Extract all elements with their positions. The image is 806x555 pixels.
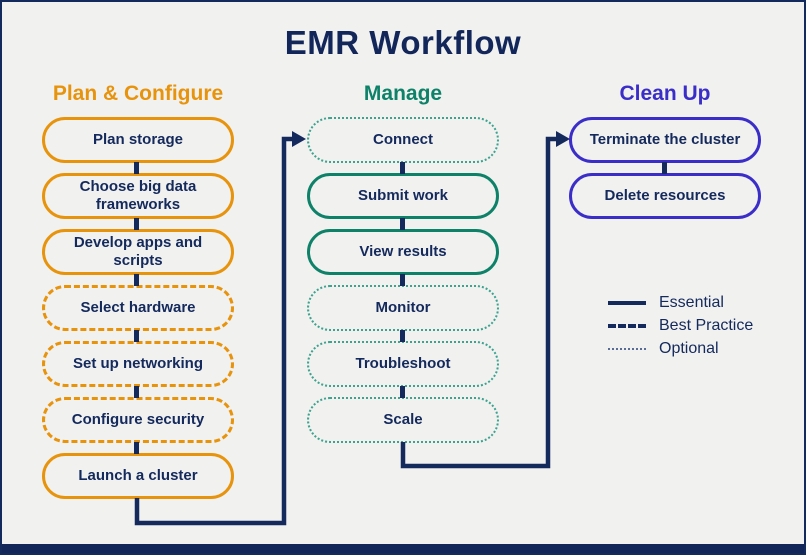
node-launch-cluster: Launch a cluster (42, 453, 234, 499)
plan-to-manage-connector (134, 136, 293, 526)
node-monitor: Monitor (307, 285, 499, 331)
column-header-plan-configure: Plan & Configure (52, 82, 224, 105)
node-troubleshoot: Troubleshoot (307, 341, 499, 387)
node-scale: Scale (307, 397, 499, 443)
connector-tick (134, 162, 139, 174)
node-view-results: View results (307, 229, 499, 275)
column-header-clean-up: Clean Up (619, 82, 711, 105)
legend: Essential Best Practice Optional (608, 291, 753, 360)
legend-dashed-line-icon (608, 323, 646, 328)
node-terminate-cluster: Terminate the cluster (569, 117, 761, 163)
arrowhead-manage-to-cleanup-icon (556, 131, 570, 147)
node-connect: Connect (307, 117, 499, 163)
arrowhead-plan-to-manage-icon (292, 131, 306, 147)
node-plan-storage: Plan storage (42, 117, 234, 163)
node-submit-work: Submit work (307, 173, 499, 219)
connector-tick (400, 162, 405, 174)
node-setup-networking: Set up networking (42, 341, 234, 387)
bottom-accent-bar (2, 544, 804, 553)
legend-solid-line-icon (608, 300, 646, 305)
connector-tick (400, 330, 405, 342)
legend-row-optional: Optional (608, 337, 753, 360)
diagram-title: EMR Workflow (284, 24, 522, 61)
connector-tick (400, 218, 405, 230)
connector-tick (134, 330, 139, 342)
connector-tick (134, 274, 139, 286)
connector-tick (400, 386, 405, 398)
connector-tick (134, 218, 139, 230)
connector-tick (662, 162, 667, 174)
legend-row-essential: Essential (608, 291, 753, 314)
legend-label: Optional (659, 339, 719, 357)
connector-tick (134, 386, 139, 398)
node-configure-security: Configure security (42, 397, 234, 443)
manage-to-cleanup-connector (400, 136, 557, 469)
node-develop-apps: Develop apps and scripts (42, 229, 234, 275)
legend-dotted-line-icon (608, 347, 646, 350)
legend-label: Best Practice (659, 316, 754, 334)
legend-label: Essential (659, 293, 724, 311)
column-header-manage: Manage (363, 82, 443, 105)
connector-tick (134, 442, 139, 454)
connector-tick (400, 274, 405, 286)
node-delete-resources: Delete resources (569, 173, 761, 219)
legend-row-best-practice: Best Practice (608, 314, 753, 337)
node-select-hardware: Select hardware (42, 285, 234, 331)
node-choose-frameworks: Choose big data frameworks (42, 173, 234, 219)
